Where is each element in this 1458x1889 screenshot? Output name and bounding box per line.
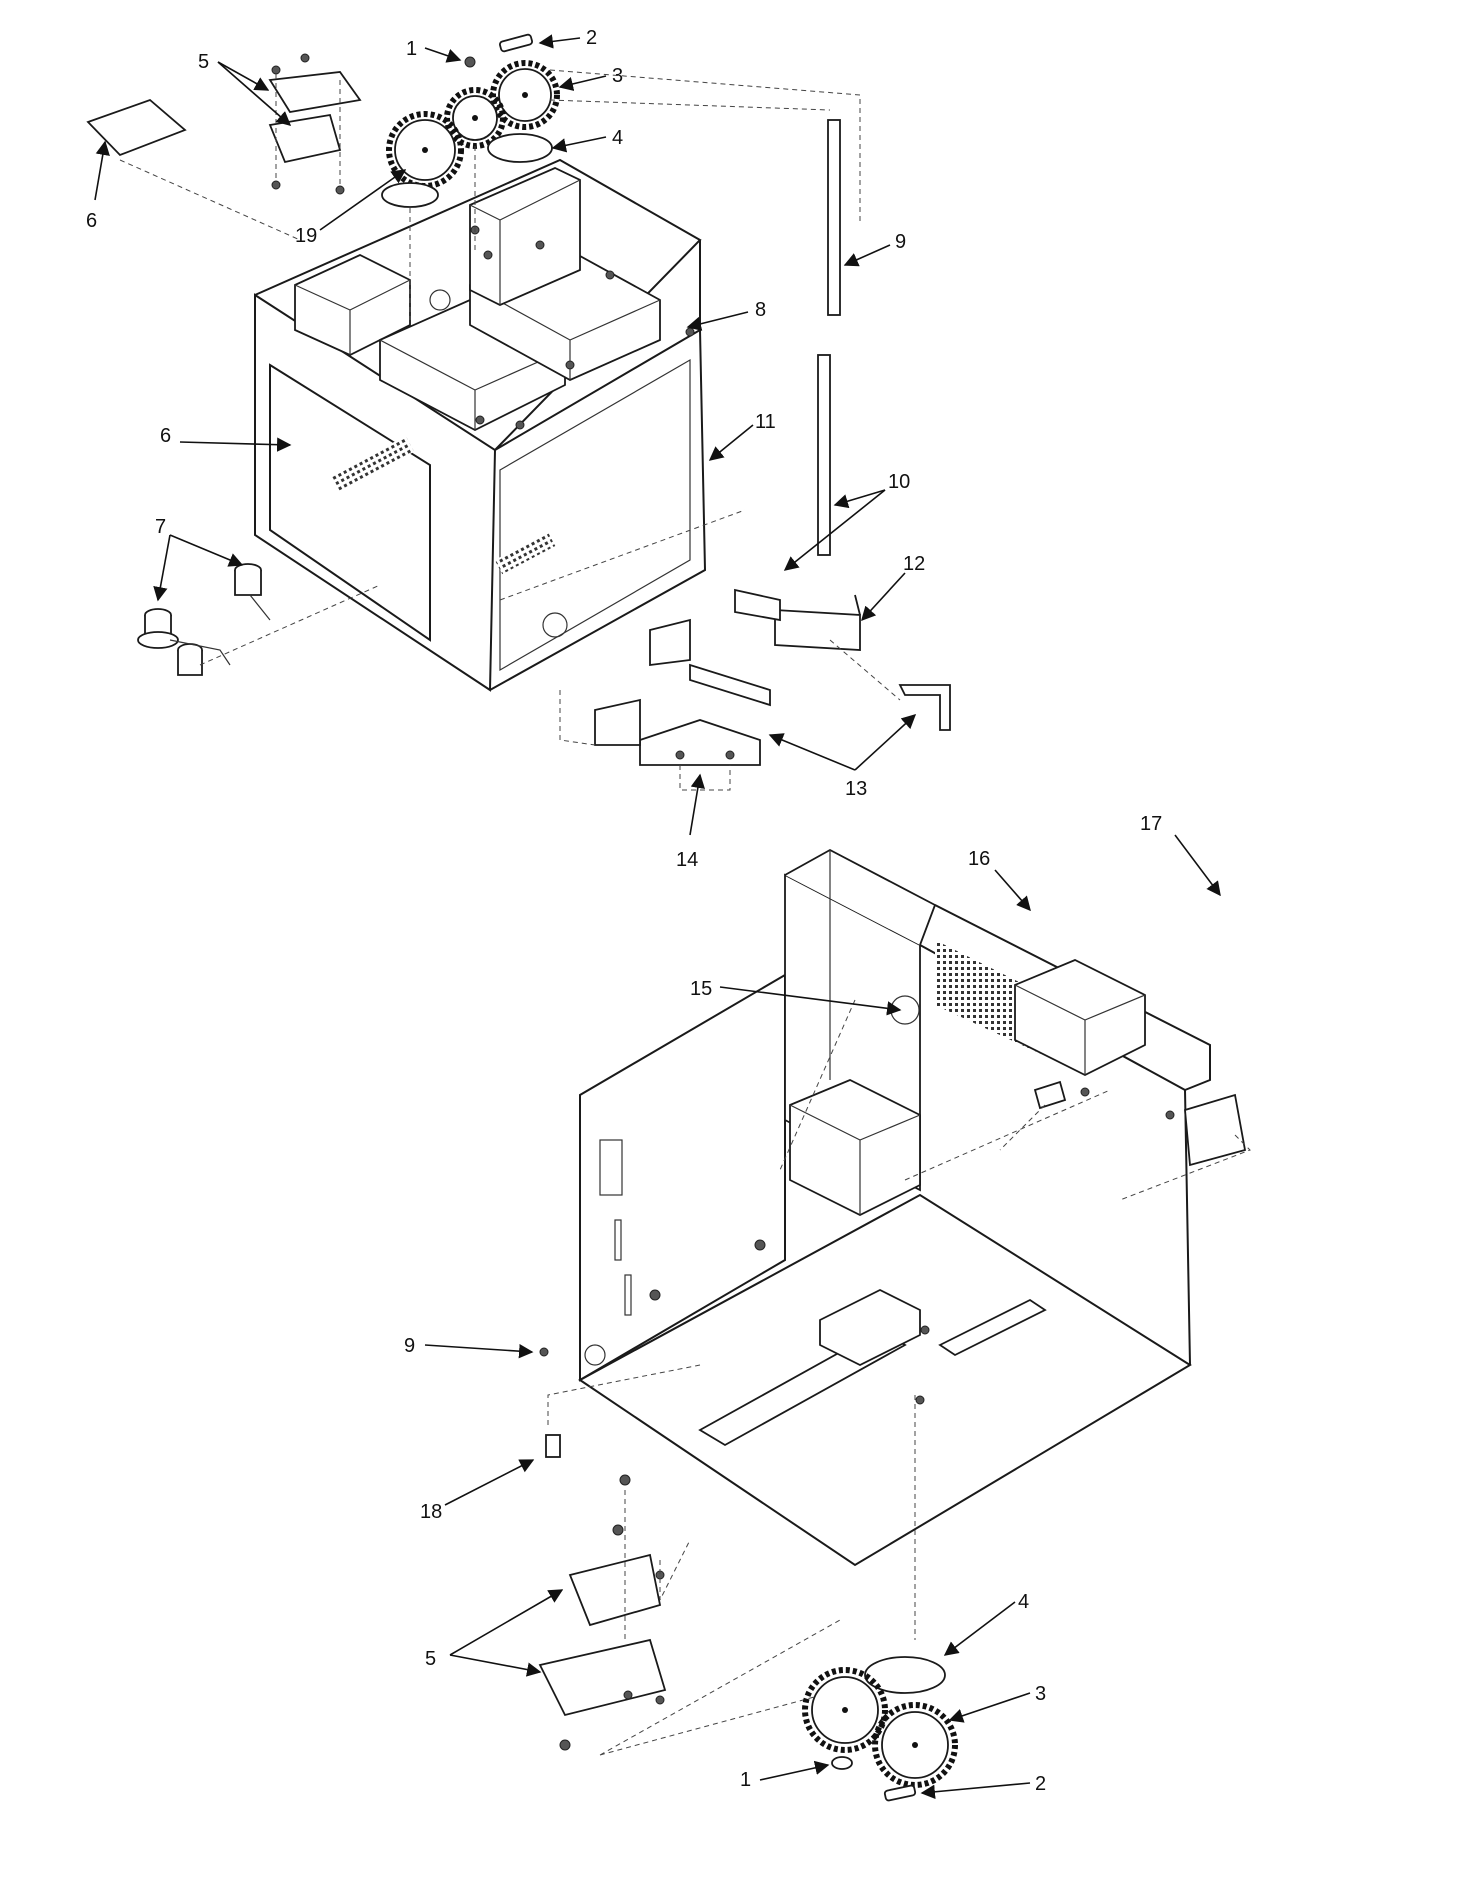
callout-6-mid: 6 [160,425,171,447]
callout-9-top: 9 [895,231,906,253]
callout-labels: 1 2 3 4 5 6 19 9 8 6 11 10 7 12 13 14 17… [86,27,1162,1795]
callout-2-top: 2 [586,27,597,49]
gear-19 [386,111,464,189]
callout-9-bottom: 9 [404,1335,415,1357]
clip-18 [545,1434,561,1458]
disc-4-top [487,133,553,163]
callout-5-bottom: 5 [425,1648,436,1670]
callout-3-bottom: 3 [1035,1683,1046,1705]
gear-3-bottom-left [802,1667,888,1753]
callout-8: 8 [755,299,766,321]
gear-3-bottom-right [872,1702,958,1788]
link-2-bottom [883,1784,917,1802]
bracket-13a [734,588,781,622]
label-sheet-6 [86,98,187,157]
bracket-12 [774,609,861,651]
motor-plate-5d [538,1638,667,1717]
callout-19: 19 [295,225,317,247]
disc-top-left [381,182,439,208]
callout-4-top: 4 [612,127,623,149]
callout-16: 16 [968,848,990,870]
callout-3-top: 3 [612,65,623,87]
motor-plate-5c [568,1553,662,1627]
top-exploded-parts [86,33,951,791]
washer-1-bottom [831,1756,853,1770]
switch-16 [1033,1080,1067,1110]
link-2-top [499,33,533,53]
callout-15: 15 [690,978,712,1000]
callout-7: 7 [155,516,166,538]
callout-12: 12 [903,553,925,575]
foot-7c [177,643,203,676]
callout-2-bottom: 2 [1035,1773,1046,1795]
foot-7a [137,608,179,649]
bottom-exploded-parts [538,1080,1251,1802]
bracket-14 [639,719,761,766]
callout-4-bottom: 4 [1018,1591,1029,1613]
cover-17 [1184,1093,1247,1167]
motor-plate-5b [268,113,342,164]
callout-6-top: 6 [86,210,97,232]
rail-10 [817,354,831,556]
callout-1-top: 1 [406,38,417,60]
rail-9 [827,119,841,316]
motor-plate-5a [268,71,362,113]
lower-chassis-assembly [578,848,1211,1567]
disc-4-bottom [864,1656,946,1694]
callout-10: 10 [888,471,910,493]
callout-18: 18 [420,1501,442,1523]
callout-11: 11 [755,411,776,433]
callout-14: 14 [676,849,698,871]
gear-idler-top [444,87,506,149]
callout-5-top: 5 [198,51,209,73]
foot-7b [234,563,262,596]
callout-17: 17 [1140,813,1162,835]
upper-chassis-assembly [254,158,707,692]
callout-1-bottom: 1 [740,1769,751,1791]
bracket-13c [689,663,771,707]
callout-arrows [94,34,1221,1799]
bracket-13b [898,684,951,731]
callout-13: 13 [845,778,867,800]
